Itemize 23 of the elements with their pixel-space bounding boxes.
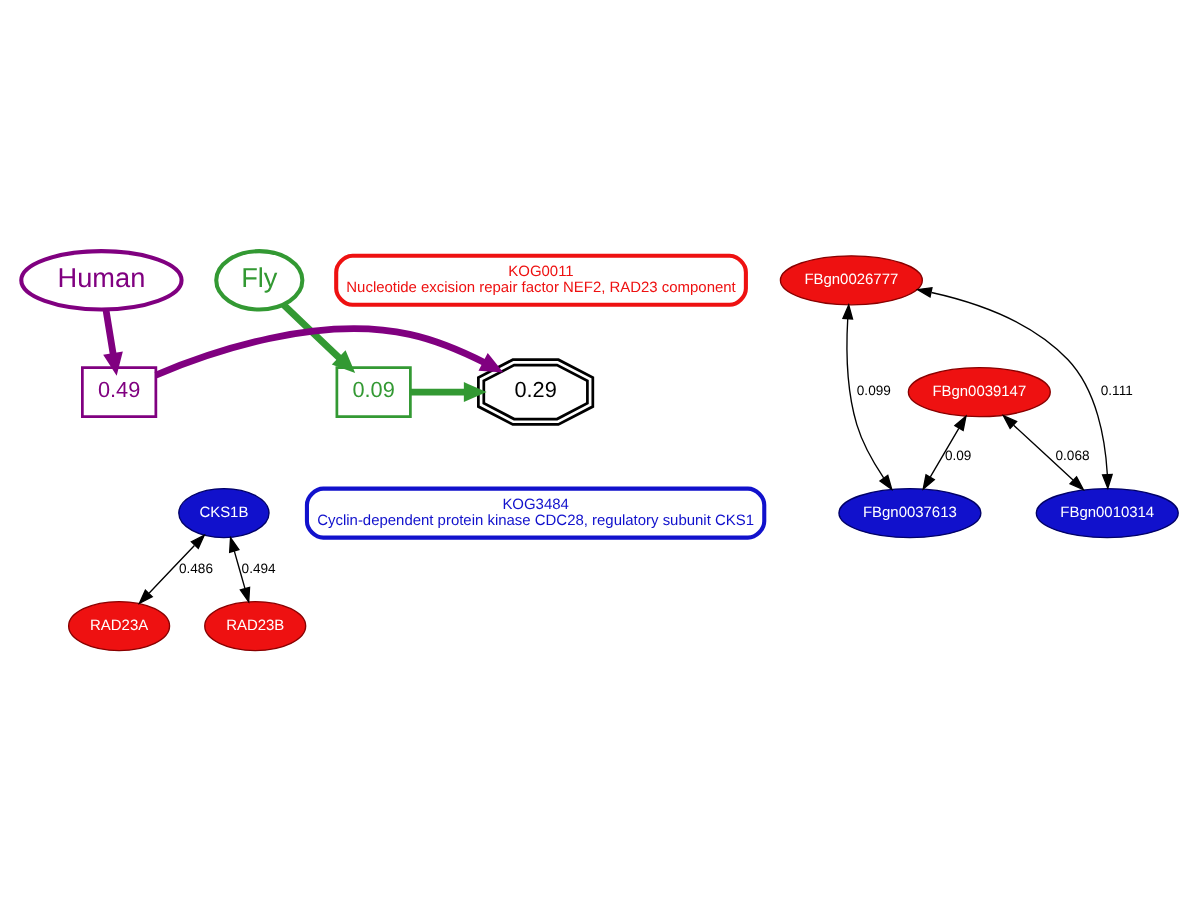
node-ellipse: FBgn0037613 — [838, 486, 982, 538]
arrow — [102, 307, 123, 375]
node-ellipse: Human — [19, 248, 184, 311]
arrow — [154, 324, 504, 378]
node-ellipse: FBgn0010314 — [1035, 486, 1179, 538]
arrow — [915, 285, 1114, 490]
node-box: 0.09 — [335, 365, 412, 417]
node-ellipse: Fly — [214, 248, 305, 311]
node-ellipse: RAD23B — [204, 599, 307, 651]
arrow — [228, 534, 251, 603]
arrow — [281, 301, 356, 373]
node-box: KOG0011 Nucleotide excision repair factor NEF2, RAD23 component — [334, 252, 748, 306]
arrow — [1001, 413, 1085, 490]
node-ellipse: FBgn0026777 — [779, 254, 923, 305]
arrow — [842, 302, 893, 490]
arrow — [138, 532, 206, 604]
node-ellipse: FBgn0039147 — [907, 365, 1051, 417]
arrow — [922, 413, 967, 490]
node-ellipse: RAD23A — [67, 599, 171, 651]
node-ellipse: CKS1B — [178, 486, 270, 538]
arrow — [410, 381, 487, 402]
node-box: KOG3484 Cyclin-dependent protein kinase CDC28, regulatory subunit CKS1 — [304, 485, 767, 539]
node-box: 0.49 — [81, 365, 158, 417]
